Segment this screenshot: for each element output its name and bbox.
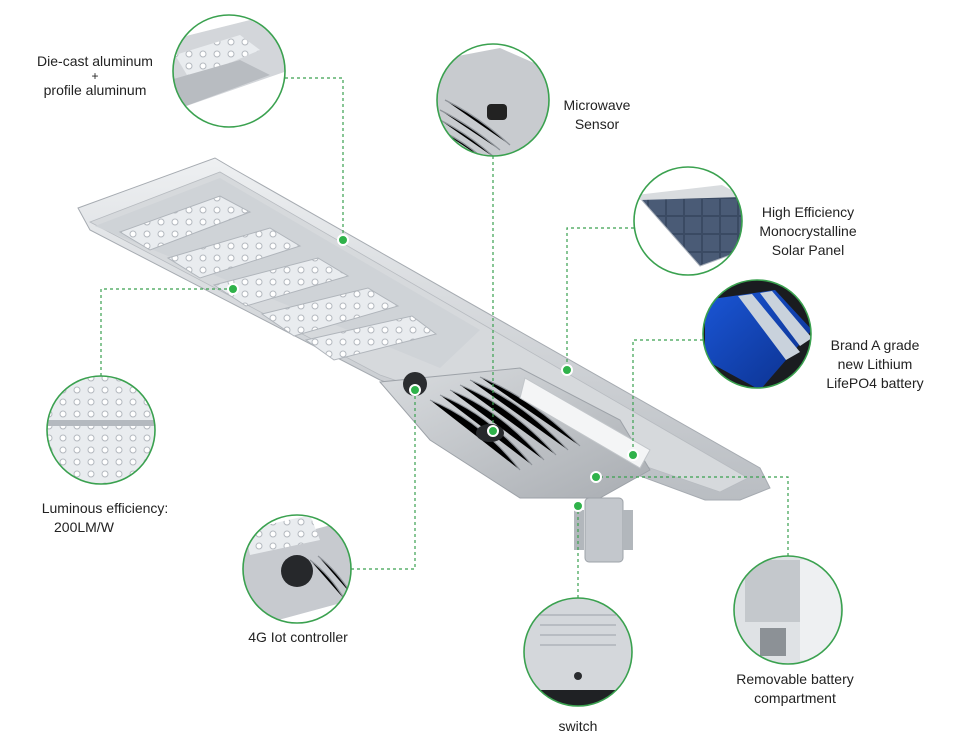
label-luminous: Luminous efficiency: 200LM/W: [41, 500, 169, 535]
zoom-solar-panel: [633, 166, 743, 276]
label-controller: 4G Iot controller: [248, 629, 348, 645]
label-solar-panel: High Efficiency Monocrystalline Solar Pa…: [759, 204, 857, 258]
label-die-cast: Die-cast aluminum + profile aluminum: [37, 53, 153, 98]
zoom-die-cast: [172, 14, 286, 128]
zoom-switch: [523, 597, 633, 707]
label-switch: switch: [558, 718, 598, 734]
zoom-leds: [46, 375, 156, 485]
label-removable-battery: Removable battery compartment: [736, 671, 854, 706]
zoom-battery: [702, 279, 812, 389]
zoom-battery-compartment: [733, 555, 843, 665]
led-modules: [118, 195, 438, 361]
callout-dots: [227, 234, 639, 512]
street-light-body: [77, 157, 771, 563]
label-microwave-sensor: Microwave Sensor: [563, 97, 631, 132]
zoom-controller: [242, 514, 352, 624]
zoom-microwave-sensor: [436, 43, 550, 157]
label-battery: Brand A grade new Lithium LifePO4 batter…: [826, 337, 924, 391]
leader-lines: [100, 77, 789, 598]
